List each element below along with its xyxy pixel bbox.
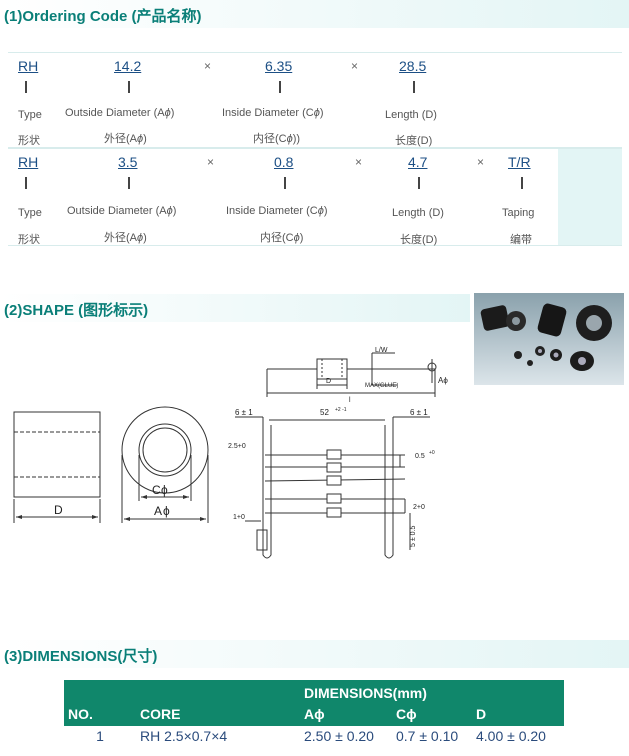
tape-6-right: 6 ± 1 <box>410 408 428 417</box>
tape-52-tol: +2 -1 <box>335 407 347 413</box>
label-inside-diameter-cn: 内径(Cϕ) <box>260 232 304 244</box>
tape-lw-label: L/W <box>375 347 388 354</box>
cell-a: 2.50 ± 0.20 <box>300 726 392 746</box>
tape-a-phi-label: Aϕ <box>438 376 448 385</box>
ordering-code-row-2: RH 3.5 × 0.8 × 4.7 × T/R Type Outside Di… <box>8 148 622 246</box>
tick <box>279 81 281 93</box>
tick <box>521 177 523 189</box>
ordering-code-row-1: RH 14.2 × 6.35 × 28.5 Type Outside Diame… <box>8 52 622 148</box>
code-outside-diameter: 14.2 <box>114 58 142 74</box>
taping-drawing: D L/W MAX(GLUE) l Aϕ 6 ± 1 52 +2 -1 6 ± … <box>225 345 480 565</box>
times-sign: × <box>355 155 363 169</box>
tape-l-label: l <box>349 397 351 404</box>
phi-symbol: ϕ <box>163 504 170 518</box>
tape-0-5-tol: +0 <box>429 450 435 456</box>
table-header-row: NO. CORE Aϕ Cϕ D <box>64 702 564 726</box>
label-type-cn: 形状 <box>18 135 40 147</box>
code-length: 28.5 <box>399 58 427 74</box>
tick <box>128 177 130 189</box>
label-type-cn: 形状 <box>18 234 40 246</box>
dim-c-label: C <box>152 483 161 497</box>
label-outside-diameter-cn: 外径(Aϕ) <box>104 232 147 244</box>
label-outside-diameter-cn: 外径(Aϕ) <box>104 133 147 145</box>
code-inside-diameter: 6.35 <box>265 58 293 74</box>
label-type: Type <box>18 207 42 219</box>
header-c: Cϕ <box>392 702 472 726</box>
code-outside-diameter: 3.5 <box>118 154 138 170</box>
dim-a-label: A <box>154 504 162 518</box>
label-length: Length (D) <box>385 109 437 121</box>
cell-c: 0.7 ± 0.10 <box>392 726 472 746</box>
tape-5: 5 ± 0.5 <box>410 526 417 547</box>
dimensions-section-title: (3)DIMENSIONS(尺寸) <box>4 648 158 665</box>
header-core: CORE <box>136 702 300 726</box>
product-photo <box>474 293 624 385</box>
tape-d-label: D <box>326 378 331 385</box>
header-a: Aϕ <box>300 702 392 726</box>
cell-core: RH 2.5×0.7×4 <box>136 726 300 746</box>
label-taping: Taping <box>502 207 535 219</box>
times-sign: × <box>477 155 485 169</box>
tape-2-5: 2.5+0 <box>228 443 246 450</box>
header-no: NO. <box>64 702 136 726</box>
cell-d: 4.00 ± 0.20 <box>472 726 564 746</box>
dim-d-label: D <box>54 503 63 517</box>
tape-0-5: 0.5 <box>415 453 425 460</box>
tick <box>25 177 27 189</box>
tick <box>25 81 27 93</box>
tick <box>413 81 415 93</box>
label-taping-cn: 编带 <box>510 234 532 246</box>
header-d: D <box>472 702 564 726</box>
code-taping: T/R <box>508 154 531 170</box>
tape-maxglue-label: MAX(GLUE) <box>365 383 398 389</box>
label-inside-diameter-cn: 内径(Cϕ)) <box>253 133 301 145</box>
dimensions-group-header: DIMENSIONS(mm) <box>300 680 564 702</box>
tick <box>128 81 130 93</box>
label-inside-diameter: Inside Diameter (Cϕ) <box>222 107 324 119</box>
tick <box>418 177 420 189</box>
dimensions-table: DIMENSIONS(mm) NO. CORE Aϕ Cϕ D 1 RH 2.5… <box>64 680 564 746</box>
code-inside-diameter: 0.8 <box>274 154 294 170</box>
tick <box>284 177 286 189</box>
shape-section-header: (2)SHAPE (图形标示) <box>0 294 470 322</box>
tape-2: 2+0 <box>413 504 425 511</box>
label-outside-diameter: Outside Diameter (Aϕ) <box>65 107 175 119</box>
label-length-cn: 长度(D) <box>400 234 438 246</box>
code-length: 4.7 <box>408 154 428 170</box>
label-outside-diameter: Outside Diameter (Aϕ) <box>67 205 177 217</box>
ordering-section-header: (1)Ordering Code (产品名称) <box>0 0 629 28</box>
dimensions-section-header: (3)DIMENSIONS(尺寸) <box>0 640 629 668</box>
table-group-header-row: DIMENSIONS(mm) <box>64 680 564 702</box>
table-row: 1 RH 2.5×0.7×4 2.50 ± 0.20 0.7 ± 0.10 4.… <box>64 726 564 746</box>
tape-1: 1+0 <box>233 514 245 521</box>
shape-section-title: (2)SHAPE (图形标示) <box>4 302 149 319</box>
side-panel <box>558 149 622 245</box>
times-sign: × <box>204 59 212 73</box>
times-sign: × <box>351 59 359 73</box>
label-length: Length (D) <box>392 207 444 219</box>
phi-symbol: ϕ <box>161 483 168 497</box>
core-drawing: D C ϕ A ϕ <box>0 395 230 535</box>
tape-6-left: 6 ± 1 <box>235 408 253 417</box>
code-type: RH <box>18 58 39 74</box>
label-length-cn: 长度(D) <box>395 135 433 147</box>
times-sign: × <box>207 155 215 169</box>
ordering-section-title: (1)Ordering Code (产品名称) <box>4 8 202 25</box>
cell-no: 1 <box>64 726 136 746</box>
code-type: RH <box>18 154 39 170</box>
label-type: Type <box>18 109 42 121</box>
label-inside-diameter: Inside Diameter (Cϕ) <box>226 205 328 217</box>
tape-52: 52 <box>320 408 329 417</box>
